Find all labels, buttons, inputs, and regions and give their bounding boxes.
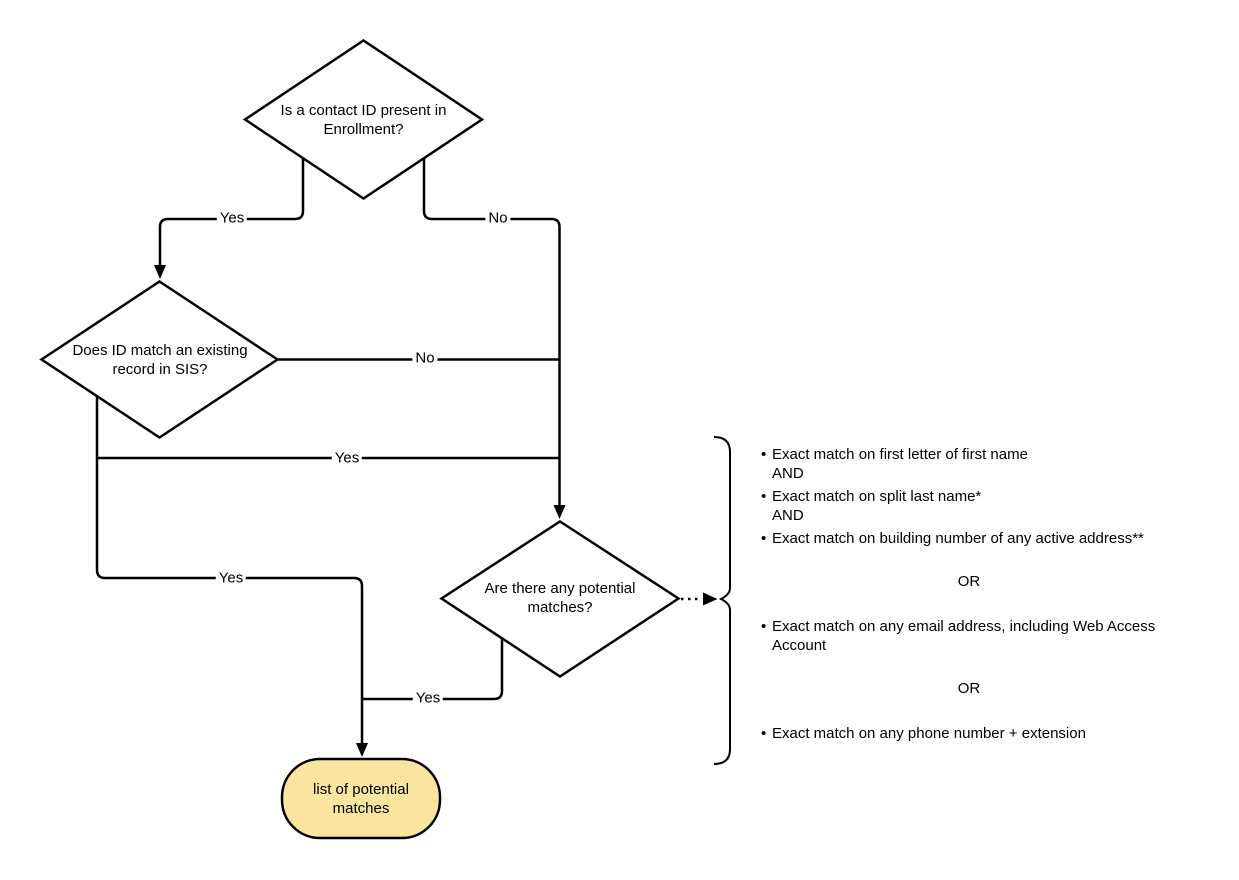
criteria-item: Exact match on building number of any ac… [756, 529, 1166, 548]
edge-label-enrollment-no: No [485, 209, 511, 227]
criteria-or-separator: OR [957, 680, 981, 697]
arrowhead-into-brace [703, 592, 718, 606]
criteria-item: Exact match on any phone number + extens… [756, 724, 1166, 743]
criteria-item: Exact match on first letter of first nam… [756, 445, 1166, 464]
arrowhead-into-id-match [154, 265, 166, 279]
criteria-brace [713, 436, 731, 765]
decision-id-match-shape [39, 280, 280, 439]
decision-contact-id-shape [242, 38, 485, 201]
criteria-and: AND [772, 465, 804, 482]
edge-label-enrollment-yes: Yes [216, 209, 248, 227]
edge-label-sis-yes-to-list: Yes [215, 569, 247, 587]
criteria-or-separator: OR [957, 573, 981, 590]
edge-label-sis-yes-branch: Yes [331, 449, 363, 467]
edge-label-sis-no: No [412, 349, 438, 367]
arrowhead-into-terminal [356, 743, 368, 757]
criteria-item: Exact match on any email address, includ… [756, 617, 1166, 655]
edge-label-matches-yes: Yes [412, 689, 444, 707]
arrowhead-into-potential-matches [553, 505, 566, 519]
criteria-and: AND [772, 507, 804, 524]
criteria-item: Exact match on split last name* [756, 487, 1166, 506]
decision-potential-matches-shape [439, 520, 681, 678]
terminal-list-shape [280, 757, 442, 840]
criteria-note: Exact match on first letter of first nam… [756, 445, 1166, 743]
edge-matches-yes [363, 637, 504, 701]
